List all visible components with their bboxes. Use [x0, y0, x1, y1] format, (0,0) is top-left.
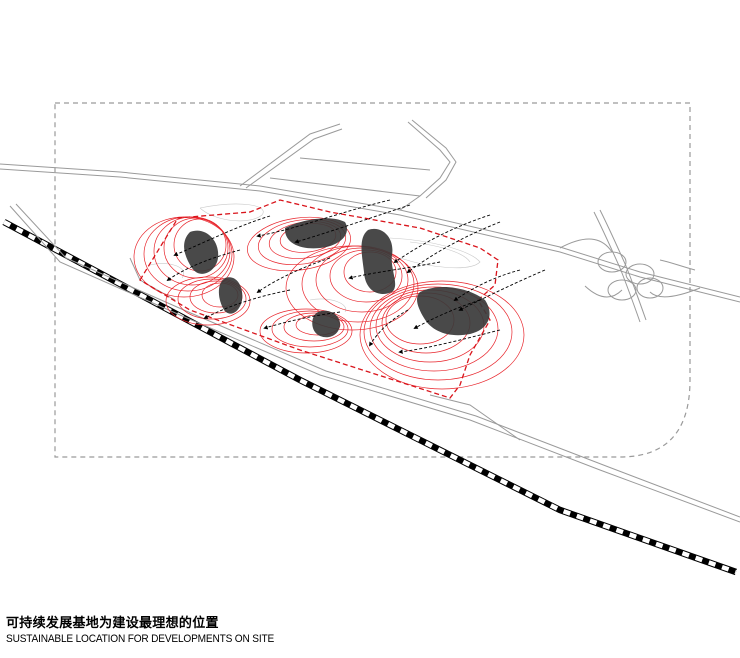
road-network	[0, 119, 740, 523]
site-boundary	[139, 199, 499, 399]
caption-title-en: SUSTAINABLE LOCATION FOR DEVELOPMENTS ON…	[6, 633, 275, 645]
caption-title-cn: 可持续发展基地为建设最理想的位置	[6, 616, 219, 631]
flow-arrows	[166, 199, 546, 354]
cloverleaf-interchange-icon	[559, 209, 701, 323]
study-area-frame	[54, 102, 691, 458]
railway-track-icon	[2, 219, 738, 576]
